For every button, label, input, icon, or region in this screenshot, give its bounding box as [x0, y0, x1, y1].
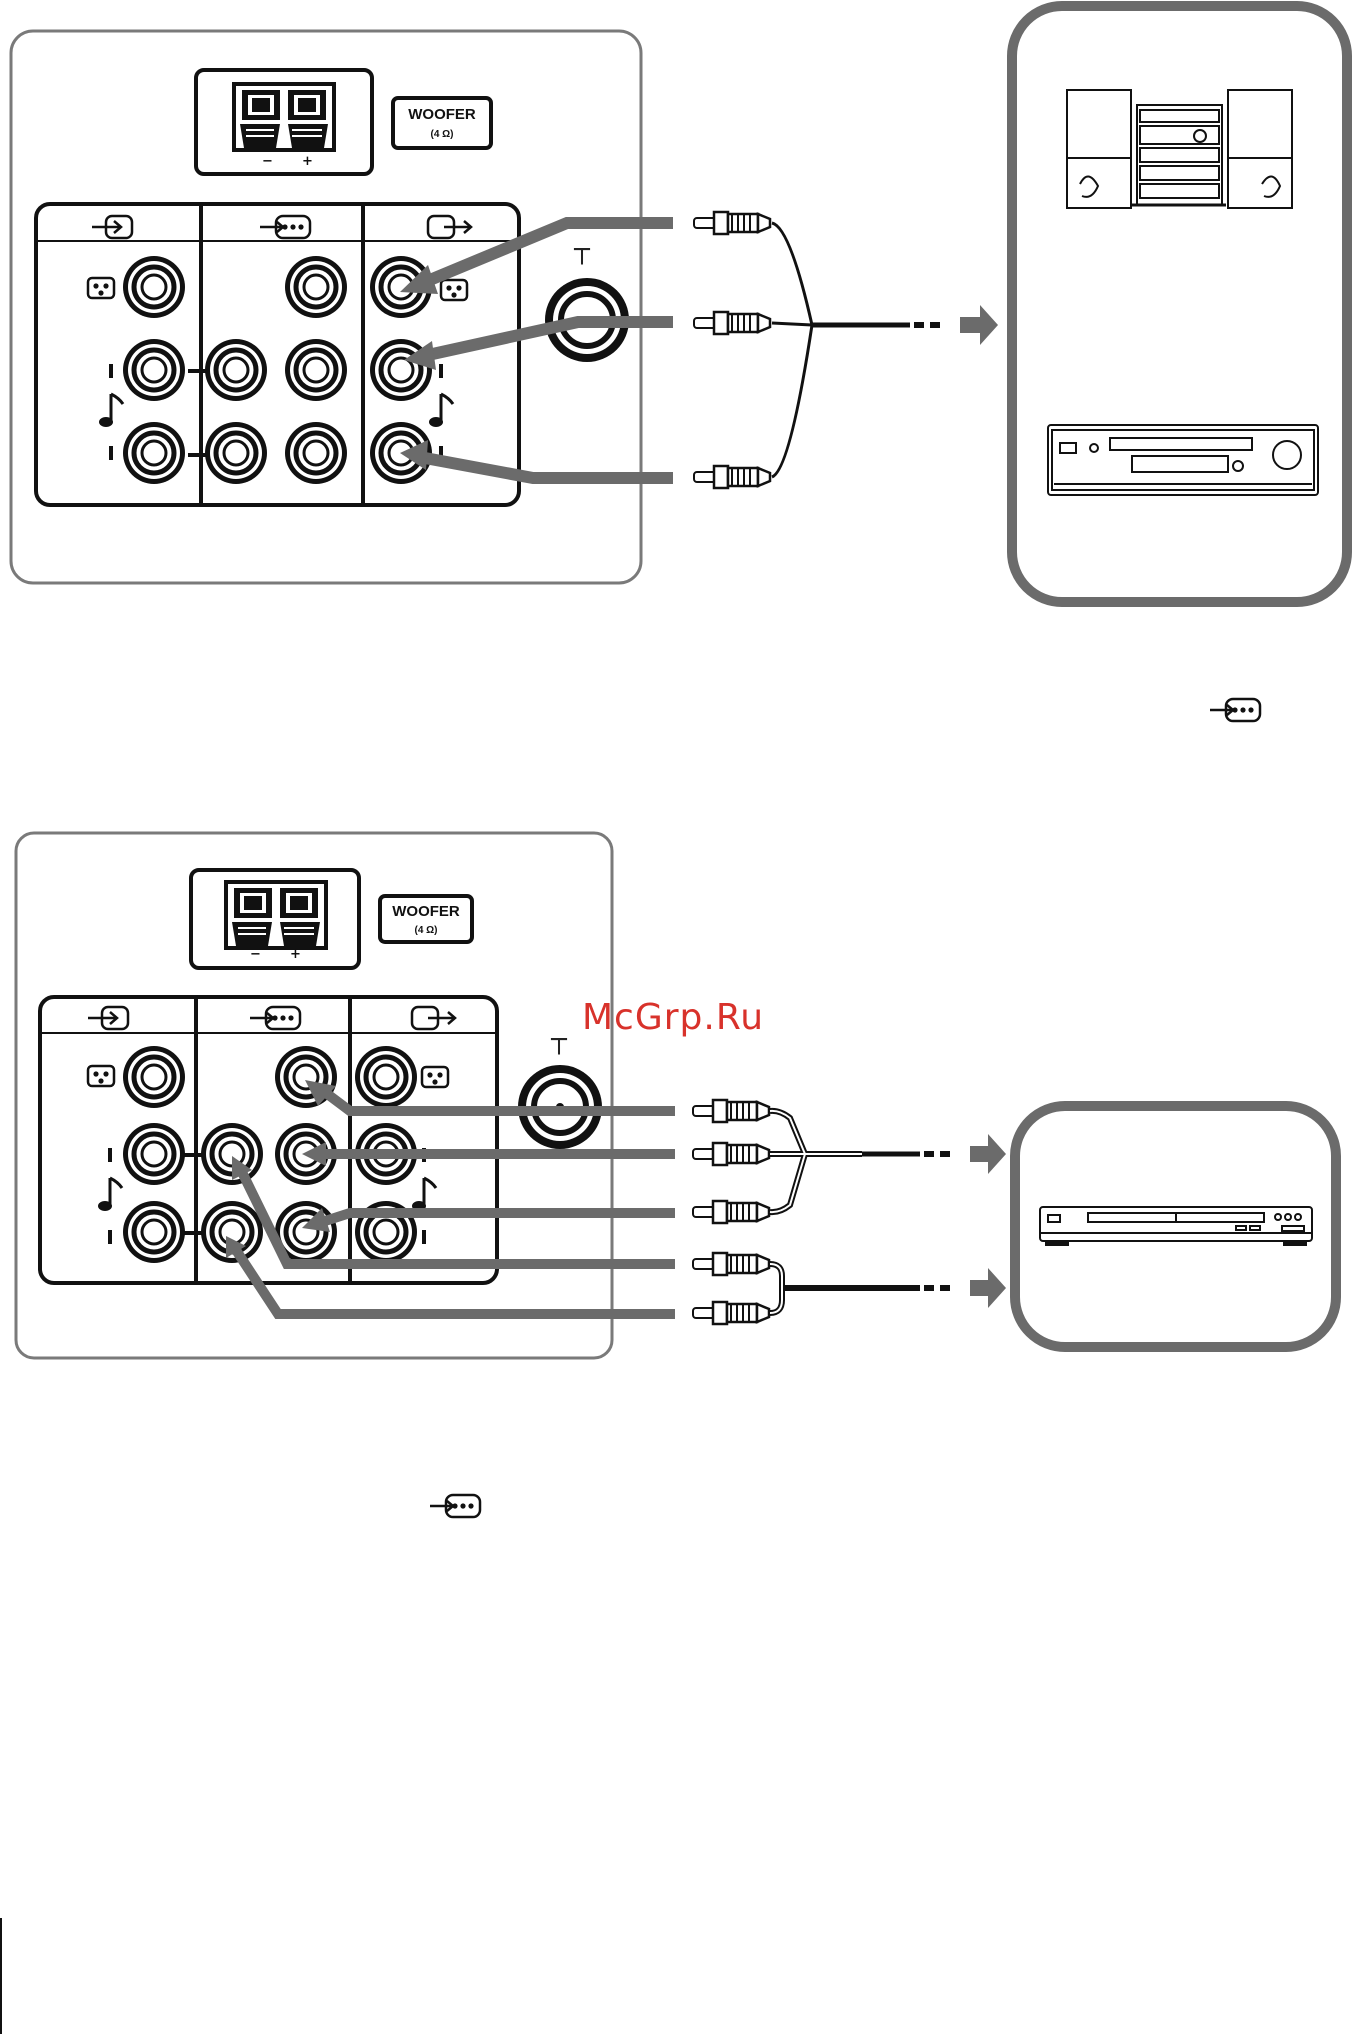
woofer-minus-sign: −: [250, 947, 261, 962]
antenna-symbol: ┬: [550, 1025, 567, 1055]
antenna-symbol: ┬: [573, 235, 590, 265]
arrow-to-dvd: [970, 1268, 1006, 1308]
diagram-component-input: − + WOOFER (4 Ω): [16, 833, 1336, 1358]
woofer-minus-sign: −: [262, 154, 273, 169]
rca-plug: [693, 1100, 769, 1122]
input-audio-l-jack: [123, 1123, 185, 1185]
rca-plug: [694, 466, 770, 488]
woofer-label-box: WOOFER (4 Ω): [393, 98, 491, 148]
component-pb-jack: [285, 339, 347, 401]
video-jack-icon: [88, 1066, 114, 1086]
watermark-text: McGrp.Ru: [582, 997, 764, 1038]
component-input-icon: [1210, 699, 1260, 721]
rca-plug: [693, 1143, 769, 1165]
woofer-impedance: (4 Ω): [430, 129, 453, 140]
vcr-icon: [1048, 425, 1318, 495]
component-audio-l-jack: [205, 339, 267, 401]
arrow-to-dvd: [970, 1134, 1006, 1174]
input-audio-l-jack: [123, 339, 185, 401]
woofer-label: WOOFER: [408, 106, 476, 123]
diagram-audio-output: − + WOOFER (4 Ω): [11, 6, 1347, 602]
input-video-jack: [123, 256, 185, 318]
y-cable: [772, 223, 910, 477]
audio-cable: [770, 1264, 920, 1313]
woofer-label: WOOFER: [392, 903, 460, 920]
component-y-jack: [285, 256, 347, 318]
woofer-terminal: − +: [196, 70, 372, 174]
rca-plug: [694, 212, 770, 234]
woofer-plus-sign: +: [290, 947, 301, 962]
external-audio-devices-box: [1012, 6, 1347, 602]
rca-plug: [694, 312, 770, 334]
input-video-jack: [123, 1046, 185, 1108]
dvd-player-icon: [1040, 1207, 1312, 1245]
output-video-jack: [355, 1046, 417, 1108]
component-input-icon: [430, 1495, 480, 1517]
woofer-impedance: (4 Ω): [414, 925, 437, 936]
input-audio-r-jack: [123, 422, 185, 484]
video-jack-icon: [88, 278, 114, 298]
rca-plug: [693, 1201, 769, 1223]
woofer-plus-sign: +: [302, 154, 313, 169]
woofer-terminal: − +: [191, 870, 359, 968]
rca-plug: [693, 1253, 769, 1275]
av-jack-panel: [40, 997, 497, 1283]
arrow-to-devices: [960, 305, 998, 345]
input-audio-r-jack: [123, 1201, 185, 1263]
video-jack-icon: [441, 280, 467, 300]
video-jack-icon: [422, 1067, 448, 1087]
hifi-system-icon: [1067, 90, 1292, 208]
component-pr-jack: [285, 422, 347, 484]
woofer-label-box: WOOFER (4 Ω): [380, 896, 472, 942]
rca-plug: [693, 1302, 769, 1324]
component-audio-r-jack: [205, 422, 267, 484]
component-video-cable: [770, 1111, 920, 1212]
